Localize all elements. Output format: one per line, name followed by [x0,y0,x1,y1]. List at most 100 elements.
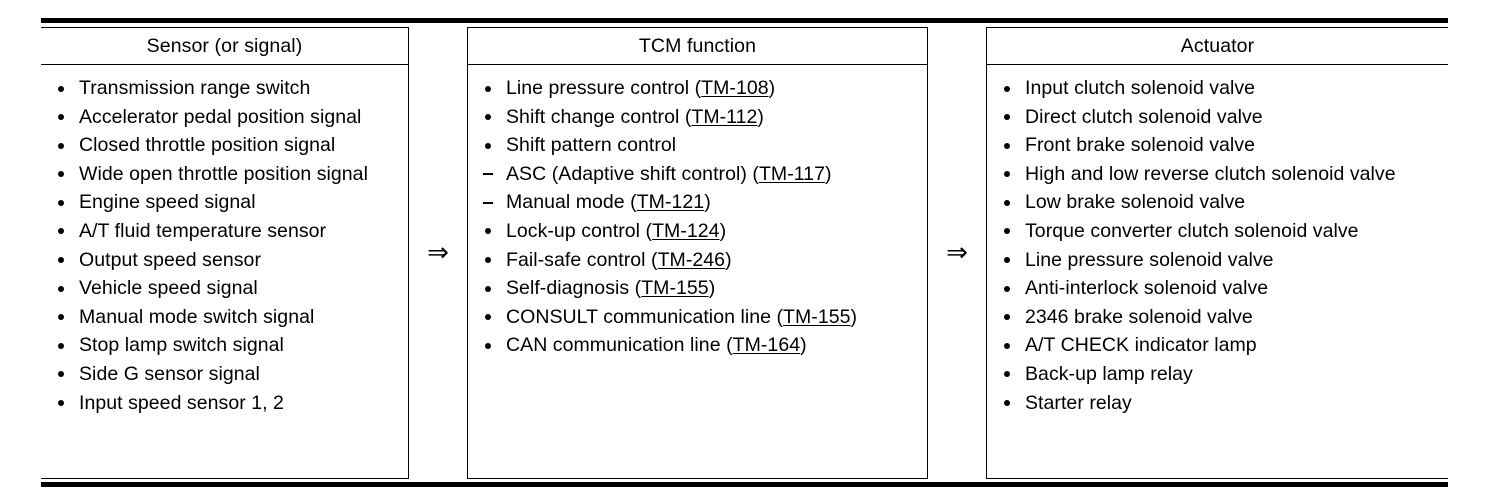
list-item: Manual mode switch signal [47,303,402,332]
list-item-label: Side G sensor signal [79,362,260,385]
list-item-suffix: ) [850,305,858,328]
list-item: Front brake solenoid valve [993,131,1442,160]
column-tcm-function: TCM function Line pressure control (TM-1… [467,27,928,479]
list-item-suffix: ) [704,191,711,214]
arrow-gap-2: ⇒ [928,27,986,479]
list-item-label: Input clutch solenoid valve [1025,77,1256,99]
list-item: Lock-up control (TM-124) [474,217,921,246]
list-item: Shift pattern control [474,131,921,160]
list-item-label: Manual mode switch signal [79,305,315,328]
list-item-label: Back-up lamp relay [1025,362,1193,385]
reference-link[interactable]: TM-112 [691,105,758,128]
list-item-label: Torque converter clutch solenoid valve [1025,219,1359,242]
list-item: Torque converter clutch solenoid valve [993,217,1442,246]
column-header-sensor: Sensor (or signal) [41,28,408,65]
list-item: Anti-interlock solenoid valve [993,274,1442,303]
list-item-label: Self-diagnosis ( [506,277,642,300]
list-item-label: Input speed sensor 1, 2 [79,391,284,414]
list-item-label: CONSULT communication line ( [506,305,784,328]
list-item-label: Low brake solenoid valve [1025,191,1246,214]
list-item: Fail-safe control (TM-246) [474,246,921,275]
list-item: Manual mode (TM-121) [474,188,921,217]
list-item-label: ASC (Adaptive shift control) ( [506,162,759,185]
list-item-suffix: ) [719,219,727,242]
list-item-label: Manual mode ( [506,191,637,214]
arrow-gap-1: ⇒ [409,27,467,479]
list-item: Self-diagnosis (TM-155) [474,274,921,303]
list-item-label: 2346 brake solenoid valve [1025,305,1253,328]
column-body-tcm: Line pressure control (TM-108)Shift chan… [468,65,927,478]
list-item: A/T fluid temperature sensor [47,217,402,246]
tcm-control-flow-diagram: Sensor (or signal) Transmission range sw… [41,27,1448,479]
list-item: Vehicle speed signal [47,274,402,303]
list-item: Transmission range switch [47,74,402,103]
list-item: 2346 brake solenoid valve [993,303,1442,332]
list-item-label: Anti-interlock solenoid valve [1025,277,1269,300]
list-item: Closed throttle position signal [47,131,402,160]
list-item-label: Fail-safe control ( [506,248,658,271]
list-item-suffix: ) [800,334,807,357]
list-item-label: Closed throttle position signal [79,134,336,157]
list-item-suffix: ) [768,77,776,99]
column-header-actuator: Actuator [987,28,1448,65]
column-sensor: Sensor (or signal) Transmission range sw… [41,27,409,479]
list-item: Shift change control (TM-112) [474,103,921,132]
reference-link[interactable]: TM-164 [732,334,801,357]
list-item: ASC (Adaptive shift control) (TM-117) [474,160,921,189]
list-item: Accelerator pedal position signal [47,103,402,132]
page-rule-bottom [41,482,1448,487]
tcm-item-list: Line pressure control (TM-108)Shift chan… [474,74,921,360]
list-item-label: Vehicle speed signal [79,277,258,300]
list-item-suffix: ) [757,105,764,128]
list-item: A/T CHECK indicator lamp [993,331,1442,360]
list-item: Back-up lamp relay [993,360,1442,389]
arrow-right-icon: ⇒ [946,238,968,268]
list-item-label: Shift change control ( [506,105,692,128]
list-item: Direct clutch solenoid valve [993,103,1442,132]
list-item: Starter relay [993,389,1442,418]
list-item-label: Line pressure solenoid valve [1025,248,1274,271]
list-item-label: Starter relay [1025,391,1132,414]
list-item: Low brake solenoid valve [993,188,1442,217]
list-item-label: Accelerator pedal position signal [79,105,362,128]
reference-link[interactable]: TM-155 [641,277,709,300]
reference-link[interactable]: TM-246 [657,248,726,271]
list-item-label: Wide open throttle position signal [79,162,368,185]
list-item-suffix: ) [824,162,832,185]
list-item: Stop lamp switch signal [47,331,402,360]
list-item: CONSULT communication line (TM-155) [474,303,921,332]
list-item-label: Engine speed signal [79,191,256,214]
list-item-label: High and low reverse clutch solenoid val… [1025,162,1396,185]
reference-link[interactable]: TM-108 [701,77,769,99]
list-item-label: Stop lamp switch signal [79,334,284,357]
list-item: Input clutch solenoid valve [993,74,1442,103]
list-item-label: A/T fluid temperature sensor [79,219,327,242]
list-item-label: Direct clutch solenoid valve [1025,105,1263,128]
list-item-label: Lock-up control ( [506,219,653,242]
list-item-suffix: ) [725,248,732,271]
list-item-label: Shift pattern control [506,134,677,157]
list-item-label: Transmission range switch [79,77,311,99]
list-item-label: CAN communication line ( [506,334,733,357]
list-item-label: Output speed sensor [79,248,261,271]
page-rule-top [41,18,1448,23]
list-item-label: A/T CHECK indicator lamp [1025,334,1257,357]
reference-link[interactable]: TM-155 [783,305,851,328]
list-item: Side G sensor signal [47,360,402,389]
reference-link[interactable]: TM-121 [636,191,705,214]
list-item: Input speed sensor 1, 2 [47,389,402,418]
arrow-right-icon: ⇒ [427,238,449,268]
list-item: Wide open throttle position signal [47,160,402,189]
list-item-suffix: ) [708,277,716,300]
reference-link[interactable]: TM-117 [758,162,825,185]
list-item: CAN communication line (TM-164) [474,331,921,360]
list-item: Line pressure solenoid valve [993,246,1442,275]
reference-link[interactable]: TM-124 [652,219,720,242]
list-item: Output speed sensor [47,246,402,275]
list-item: High and low reverse clutch solenoid val… [993,160,1442,189]
